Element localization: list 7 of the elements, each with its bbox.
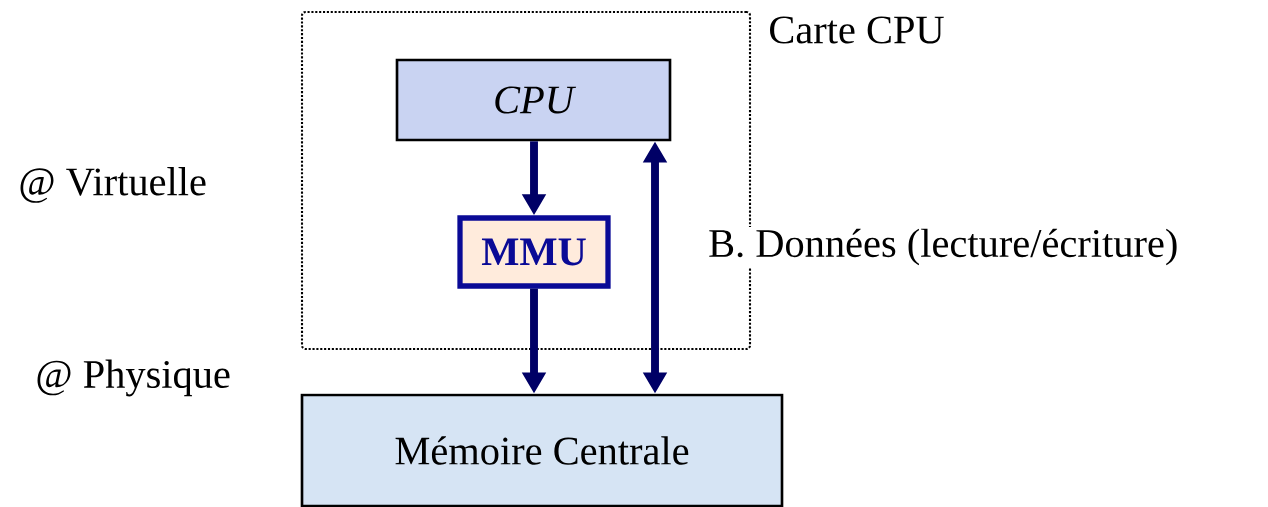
side-label: @ Virtuelle xyxy=(20,167,206,203)
node-label: Carte CPU xyxy=(770,16,944,44)
side-label: @ Physique xyxy=(37,359,230,397)
edge-label: B. Données (lecture/écriture) xyxy=(706,226,1181,268)
memory-box: Mémoire Centrale xyxy=(300,393,784,507)
process-box: MMU xyxy=(457,215,611,289)
process-box: CPU xyxy=(395,58,672,142)
